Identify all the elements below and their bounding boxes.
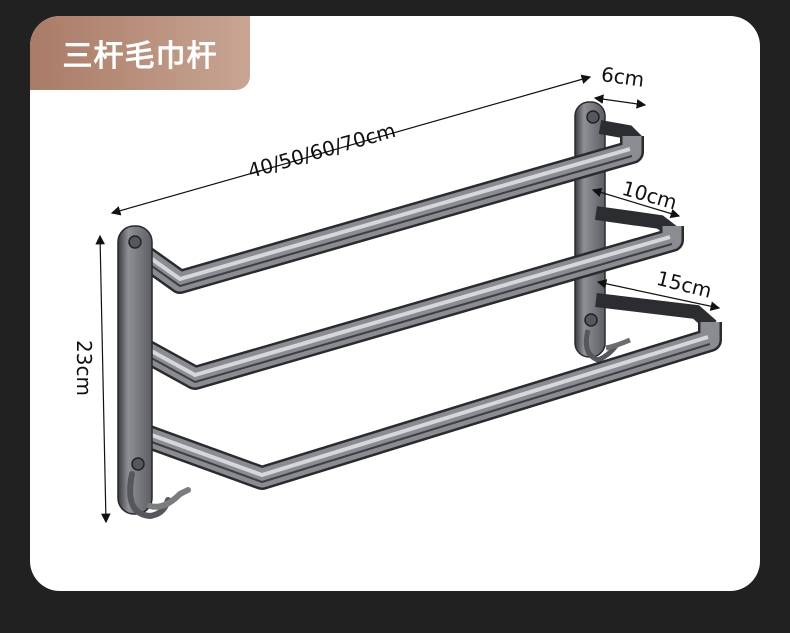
- product-title: 三杆毛巾杆: [62, 39, 218, 74]
- dimension-lines: [95, 74, 721, 524]
- double-hook: [127, 471, 191, 520]
- left-wall-bracket: [117, 225, 153, 515]
- height-label: 23cm: [72, 340, 96, 396]
- middle-bar: [129, 226, 684, 390]
- bottom-bar: [130, 322, 722, 490]
